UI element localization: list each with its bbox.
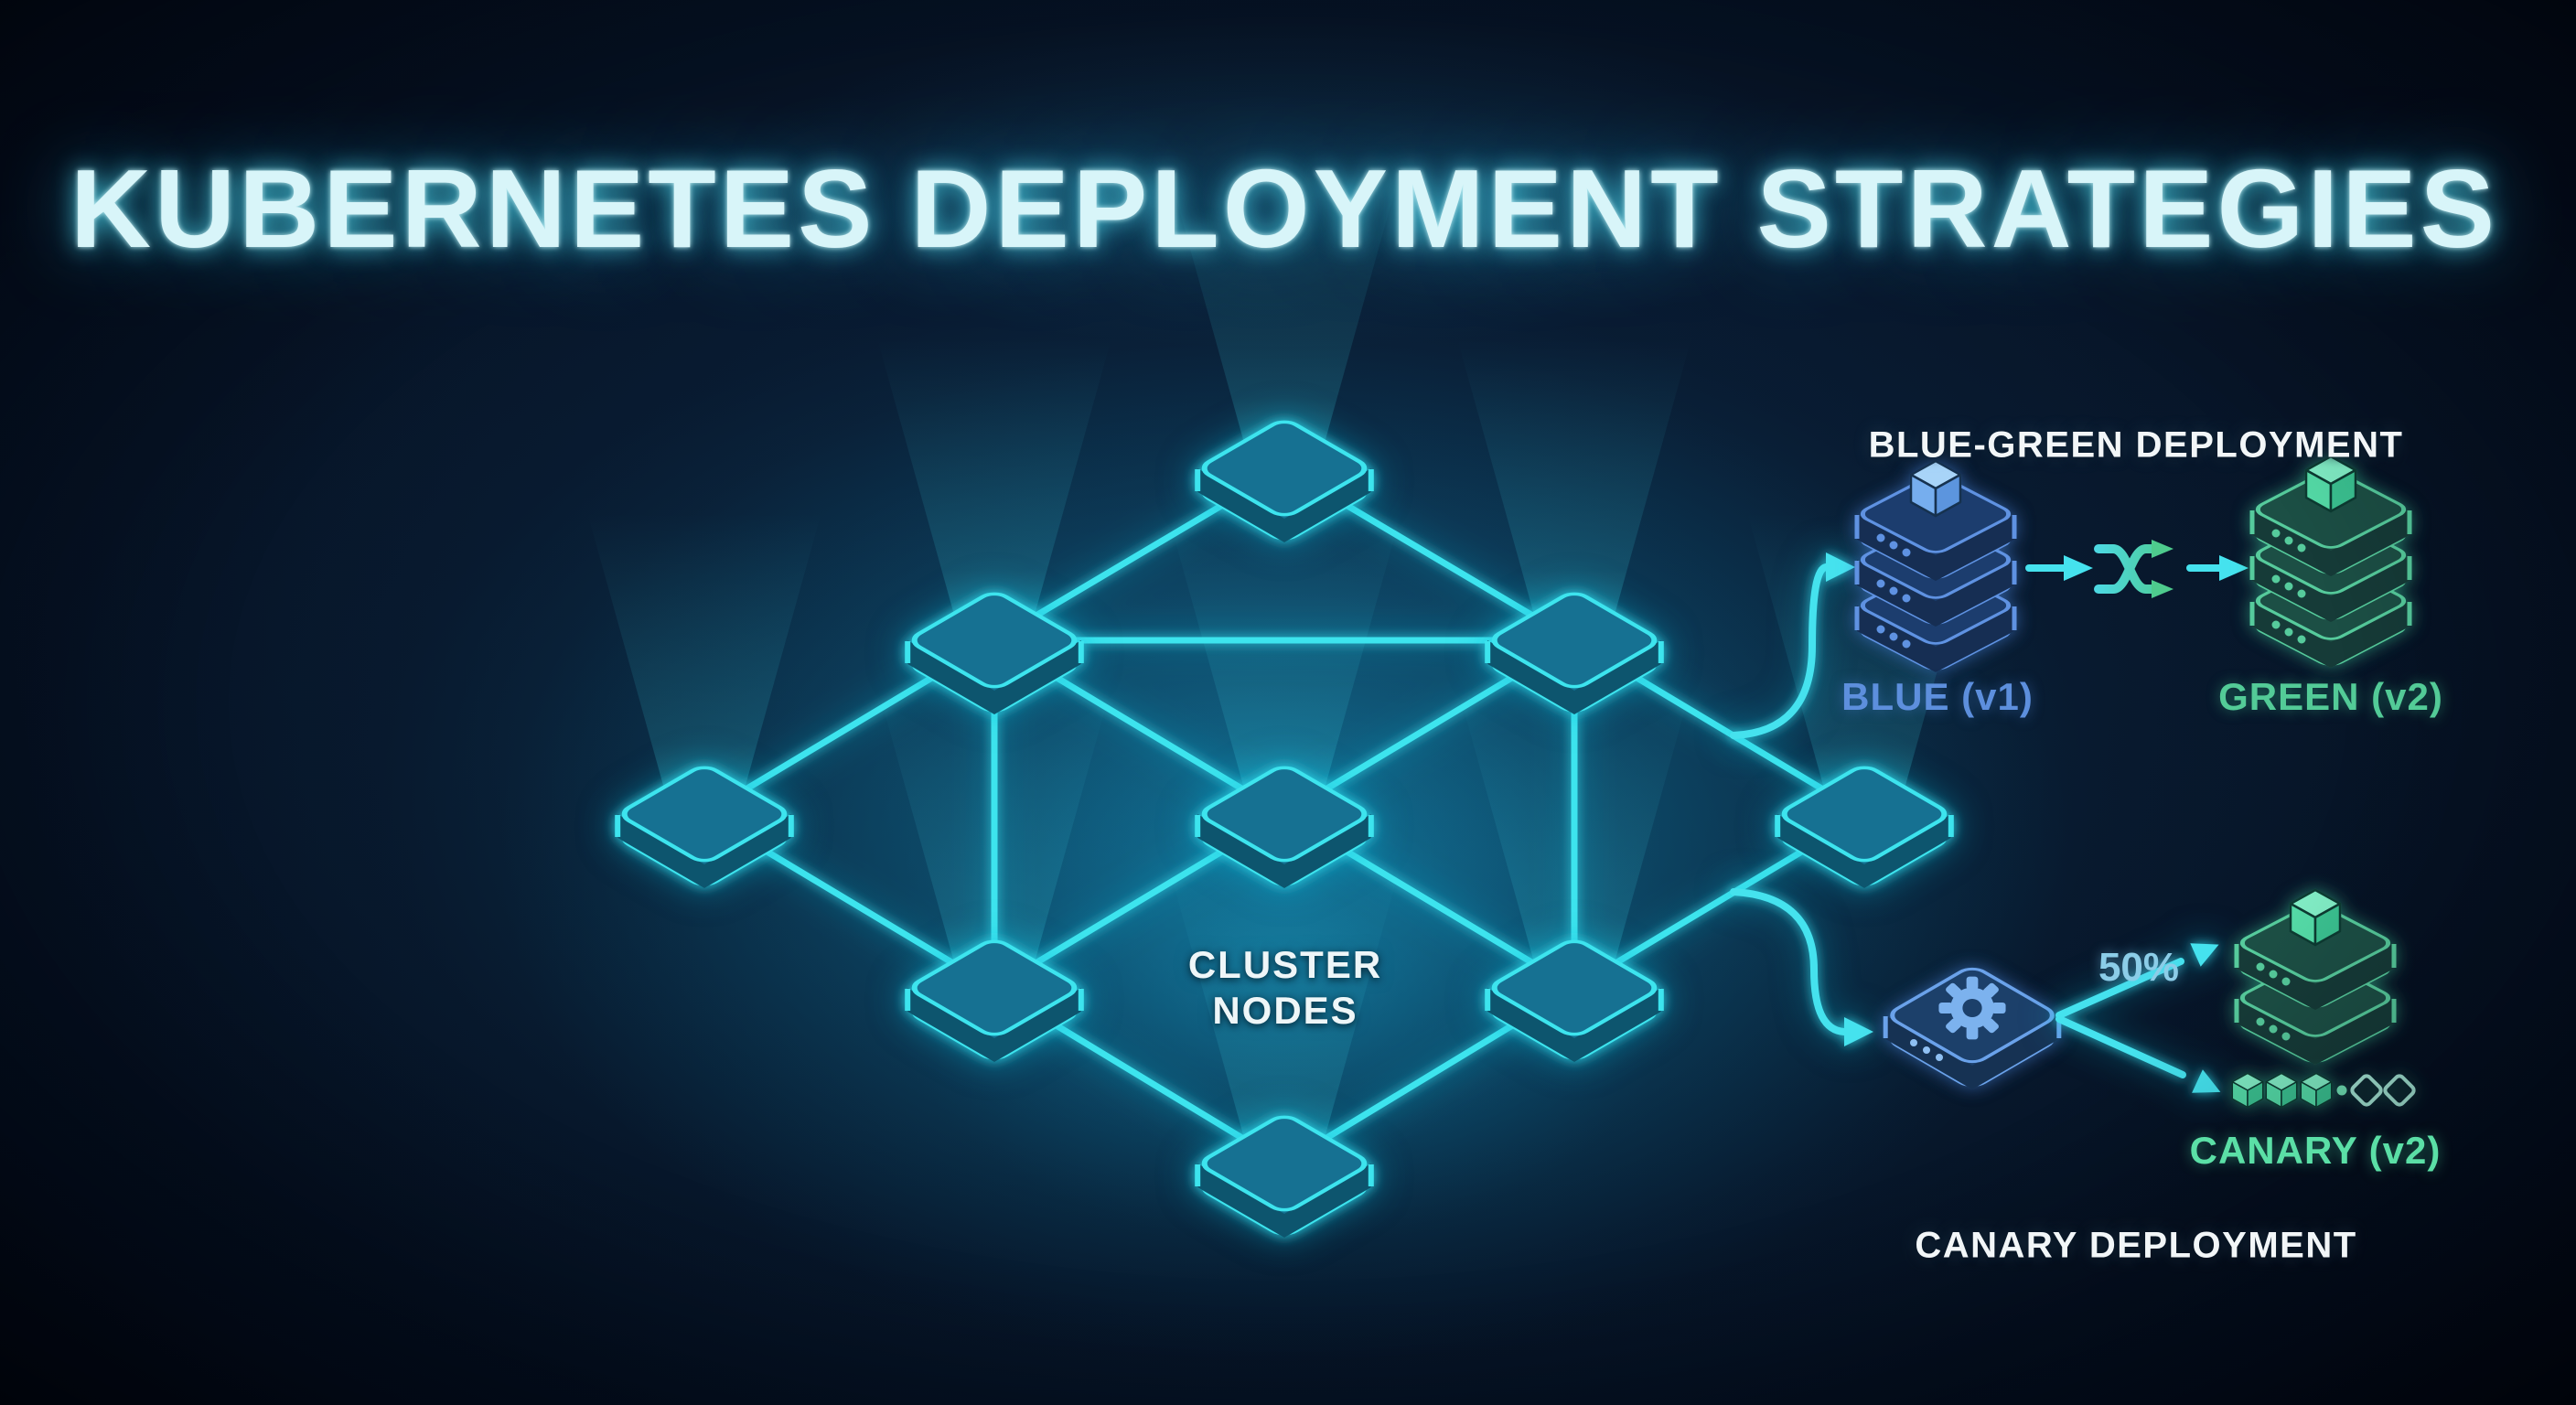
old-pod-slot-icon	[2381, 1072, 2418, 1109]
canary-heading: CANARY DEPLOYMENT	[1915, 1225, 2357, 1266]
blue-green-heading: BLUE-GREEN DEPLOYMENT	[1868, 424, 2404, 466]
traffic-split-arrows	[2055, 943, 2221, 1093]
canary-server-stack	[2237, 888, 2395, 1065]
arrow-blue-to-switch-head	[2064, 555, 2093, 581]
split-arrow-upper-head	[2190, 943, 2219, 967]
split-arrow-lower	[2055, 1015, 2186, 1078]
green-server-stack	[2252, 455, 2410, 668]
arrow-to-canary	[1730, 888, 1848, 1035]
shuffle-icon	[2094, 540, 2174, 598]
arrow-to-canary-head	[1844, 1017, 1873, 1046]
cluster-label-line2: NODES	[1212, 989, 1358, 1032]
blue-server-stack	[1857, 459, 2015, 672]
router-gear-node	[1885, 965, 2059, 1089]
switch-arrows	[2025, 555, 2249, 581]
cluster-label: CLUSTER NODES	[1188, 942, 1382, 1034]
gear-icon	[1938, 976, 2006, 1040]
blue-stack-label: BLUE (v1)	[1841, 675, 2034, 718]
pod-separator-dot	[2336, 1085, 2347, 1096]
arrow-to-blue-green-head	[1826, 552, 1855, 582]
split-arrow-upper	[2055, 958, 2184, 1019]
canary-stack-label: CANARY (v2)	[2189, 1129, 2442, 1172]
new-pod-cube-icon	[2265, 1072, 2298, 1109]
router-leds	[1910, 1039, 1944, 1061]
blue-green-flow	[1857, 455, 2410, 672]
split-arrow-lower-head	[2192, 1069, 2221, 1093]
cluster-label-line1: CLUSTER	[1187, 943, 1383, 986]
canary-flow	[1885, 888, 2418, 1109]
new-pod-cube-icon	[2231, 1072, 2264, 1109]
page-title: KUBERNETES DEPLOYMENT STRATEGIES	[70, 146, 2499, 271]
pod-row	[2231, 1072, 2418, 1109]
green-stack-label: GREEN (v2)	[2218, 675, 2443, 718]
arrow-to-blue-green	[1730, 563, 1830, 739]
traffic-percent-label: 50%	[2098, 945, 2180, 990]
new-pod-cube-icon	[2300, 1072, 2333, 1109]
old-pod-slot-icon	[2348, 1072, 2385, 1109]
strategy-connectors	[1730, 552, 1873, 1046]
arrow-switch-to-green-head	[2219, 555, 2249, 581]
